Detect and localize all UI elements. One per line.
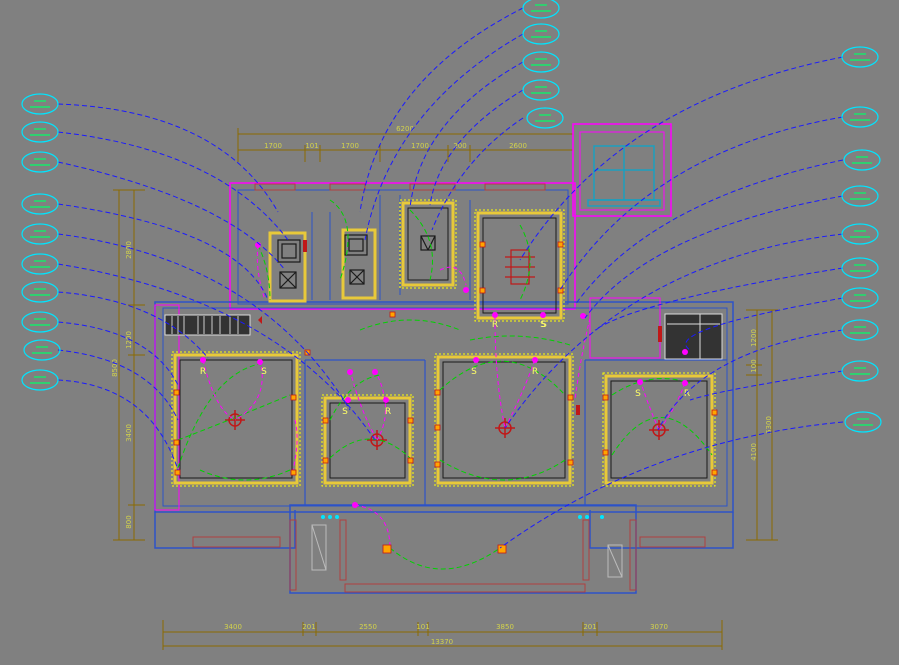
dim-bottom-7: 3070	[650, 623, 668, 631]
dim-top-6: 2600	[509, 142, 527, 150]
dim-left-5: 800	[125, 515, 133, 528]
switch-label: S	[342, 407, 348, 417]
dim-bottom-3: 2550	[359, 623, 377, 631]
switch-markers	[200, 242, 688, 508]
dim-bottom-5: 3850	[496, 623, 514, 631]
dim-bottom-overall: 13370	[431, 638, 453, 646]
bathroom-fixtures	[277, 234, 436, 289]
dim-top-3: 1700	[341, 142, 359, 150]
callouts-top	[522, 0, 564, 129]
wall-markers	[258, 240, 662, 415]
dim-right-2: 100	[750, 359, 758, 372]
dim-top-1: 1700	[264, 142, 282, 150]
outlets	[173, 241, 718, 554]
dim-right-1: 1200	[750, 329, 758, 347]
dim-top-5: 200	[453, 142, 466, 150]
dim-bottom-2: 201	[302, 623, 315, 631]
dim-left-4: 3400	[125, 424, 133, 442]
ceiling-outlines	[173, 201, 714, 485]
switch-label: S	[540, 320, 546, 330]
wardrobe-left-lines	[171, 316, 239, 334]
elevator-symbol	[587, 145, 661, 207]
dining-table	[505, 249, 535, 285]
dim-left-1: 2800	[125, 241, 133, 259]
switch-label: R	[492, 320, 498, 330]
circuit-wiring	[177, 199, 713, 570]
switch-label: S	[541, 320, 547, 330]
callouts-right	[841, 46, 882, 433]
ceiling-light-bedroom-right	[649, 420, 669, 440]
switch-label: R	[684, 389, 690, 399]
dim-left-3: 8500	[111, 359, 119, 377]
windows	[192, 183, 706, 593]
switch-wiring	[202, 244, 686, 549]
dim-left-2: 1200	[125, 331, 133, 349]
switch-label: R	[532, 367, 538, 377]
dim-right-3: 4100	[750, 443, 758, 461]
wardrobe-left	[164, 314, 251, 336]
ceiling-dashed-trim	[171, 199, 716, 487]
dim-top-2: 101	[305, 142, 318, 150]
wardrobe-right	[664, 313, 723, 360]
dim-right-4: 5300	[765, 416, 773, 434]
dim-bottom-1: 3400	[224, 623, 242, 631]
switch-label: S	[471, 367, 477, 377]
entry-indicators	[321, 515, 604, 519]
switch-label: R	[385, 407, 391, 417]
dim-top-overall: 6200	[396, 125, 414, 133]
callouts-left	[21, 93, 61, 391]
balcony-fixtures	[311, 524, 623, 578]
callout-text-marks	[30, 4, 873, 426]
switch-labels: R S S R S R S R S R S	[200, 320, 690, 417]
switch-label: S	[261, 367, 267, 377]
switch-label: S	[635, 389, 641, 399]
dim-top-4: 1700	[411, 142, 429, 150]
dim-bottom-6: 201	[583, 623, 596, 631]
leader-lines	[57, 7, 844, 549]
dimension-text: 6200 1700 101 1700 1700 200 2600 3400 20…	[111, 125, 773, 646]
dim-bottom-4: 101	[416, 623, 429, 631]
dimension-lines	[113, 128, 778, 650]
switch-label: R	[200, 367, 206, 377]
